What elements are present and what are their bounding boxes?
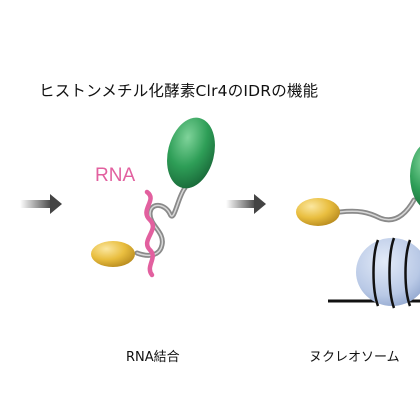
- green-domain-nucleosome: [410, 146, 420, 206]
- nucleosome-panel: [296, 146, 420, 309]
- rna-strand: [144, 189, 156, 278]
- nucleosome-core: [356, 238, 420, 306]
- rna-binding-panel: [91, 117, 215, 278]
- yellow-domain: [91, 241, 135, 267]
- nucleosome-caption: ヌクレオソーム: [309, 350, 400, 365]
- rna-tag-label: RNA: [95, 165, 136, 186]
- idr-linker: [134, 185, 188, 258]
- rna-binding-caption: RNA結合: [126, 350, 180, 365]
- diagram-title: ヒストンメチル化酵素Clr4のIDRの機能: [39, 82, 319, 100]
- left-arrow-icon: [20, 194, 62, 214]
- middle-arrow-icon: [226, 194, 266, 214]
- green-domain: [167, 117, 215, 189]
- yellow-domain-nucleosome: [296, 198, 340, 226]
